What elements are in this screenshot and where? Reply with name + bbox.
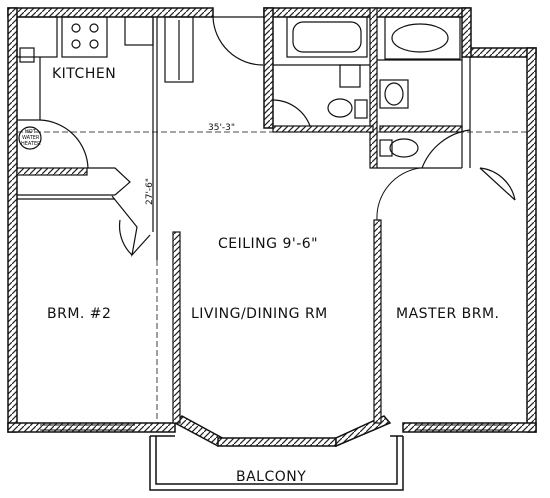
windows: [40, 424, 510, 431]
master-bedroom-label: MASTER BRM.: [396, 306, 499, 322]
water-heater-label-3: HEATER: [21, 141, 41, 147]
dimension-lines: [17, 80, 527, 423]
kitchen-fixtures: [16, 16, 194, 257]
balcony-label: BALCONY: [236, 469, 306, 485]
bathroom-fixtures: [272, 16, 516, 201]
water-heater-label-1: HOT: [25, 129, 37, 135]
bay-window: [173, 415, 392, 448]
interior-walls: [16, 7, 463, 424]
width-dimension-label: 35'-3": [208, 123, 235, 133]
balcony-outline: [149, 435, 404, 491]
closet-doors: [376, 167, 462, 221]
depth-dimension-label: 27'-6": [145, 178, 155, 205]
kitchen-label: KITCHEN: [52, 66, 116, 82]
entry-door: [212, 16, 264, 66]
exterior-walls: [7, 7, 537, 433]
living-dining-label: LIVING/DINING RM: [191, 306, 328, 322]
ceiling-label: CEILING 9'-6": [218, 236, 318, 252]
water-heater-label-2: WATER: [22, 135, 40, 141]
bedroom-2-label: BRM. #2: [47, 306, 111, 322]
